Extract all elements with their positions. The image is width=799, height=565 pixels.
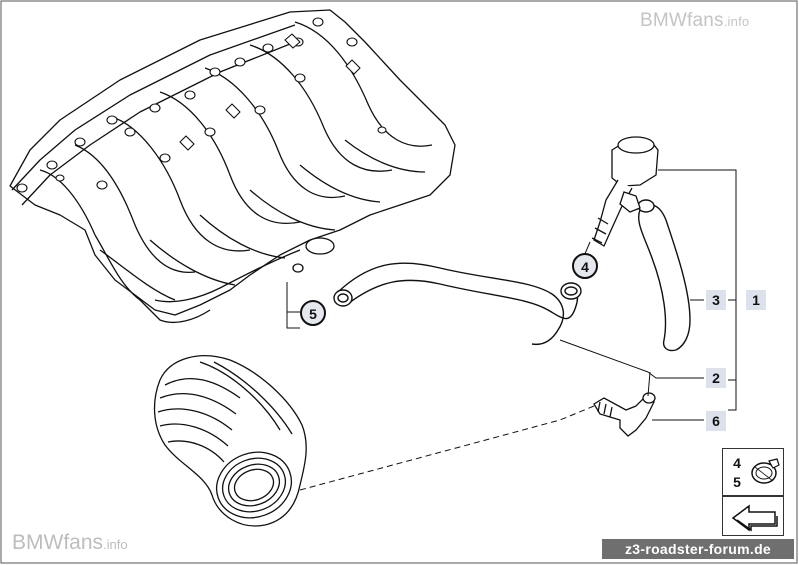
kit-number-top: 4	[733, 455, 741, 471]
watermark-top: BMWfans.info	[640, 10, 750, 31]
pressure-valve-drawing	[591, 136, 659, 247]
navigation-arrow-box[interactable]	[722, 496, 784, 536]
hose-clamp-kit-box: 4 5	[722, 448, 784, 496]
elbow-connector-drawing	[593, 392, 656, 437]
callout-1: 1	[746, 290, 766, 310]
kit-number-bottom: 5	[733, 474, 741, 490]
callout-3: 3	[706, 290, 726, 310]
forum-tag: z3-roadster-forum.de	[602, 539, 794, 559]
back-arrow-icon	[731, 504, 778, 532]
hose-clamp-icon	[751, 458, 780, 484]
intake-manifold-drawing	[9, 9, 456, 324]
callout-2: 2	[706, 368, 726, 388]
intake-boot-drawing	[153, 355, 307, 527]
callout-5: 5	[300, 300, 326, 326]
watermark-bottom: BMWfans.info	[12, 531, 128, 554]
hose-5-drawing	[333, 262, 582, 346]
callout-4: 4	[572, 253, 598, 279]
callout-6: 6	[706, 411, 726, 431]
hose-3-drawing	[637, 199, 691, 352]
